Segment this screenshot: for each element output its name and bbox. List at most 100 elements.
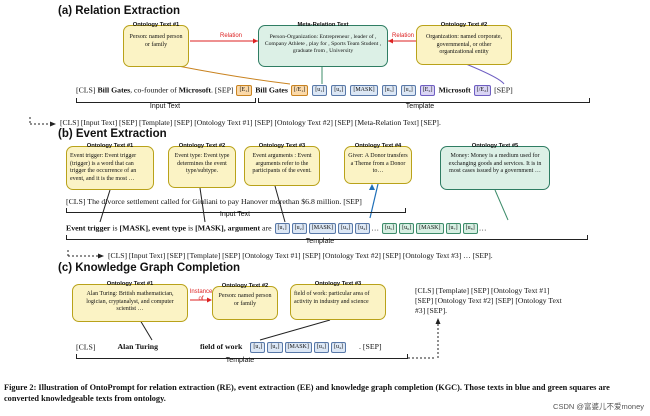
kgc-sep: . [SEP]	[359, 342, 382, 352]
bubble-body: Money: Money is a medium used for exchan…	[448, 153, 542, 174]
tpl-is-2: is	[186, 223, 196, 233]
chip-e1: [E₁]	[236, 85, 253, 96]
ee-template-brace	[66, 235, 588, 240]
kgc-ontology-bubble-2: Ontology Text #2 Person: named person or…	[212, 283, 278, 320]
chip-e2: [E₂]	[419, 85, 436, 96]
cls-token: [CLS]	[76, 342, 96, 352]
ontology-bubble-2: Ontology Text #2 Organization: named cor…	[416, 22, 512, 65]
entity-bill-gates: Bill Gates	[97, 85, 131, 95]
chip-u6: [u₆]	[399, 223, 415, 234]
kgc-ontology-bubble-3: Ontology Text #3 field of work: particul…	[290, 281, 386, 320]
entity-alan-turing: Alan Turing	[117, 342, 158, 352]
bubble-body: Alan Turing: British mathematician, logi…	[86, 291, 174, 312]
bubble-title: Ontology Text #1	[106, 281, 154, 287]
input-text-brace	[76, 98, 256, 103]
bubble-title: Ontology Text #3	[258, 143, 306, 149]
tpl-mask-1: [MASK]	[119, 223, 149, 233]
relation-field-of-work: field of work	[199, 342, 243, 352]
tpl-mask-2: [MASK]	[195, 223, 224, 233]
ee-ontology-bubble-5: Ontology Text #5 Money: Money is a mediu…	[440, 143, 550, 190]
sentence-mid: , co-founder of	[130, 85, 177, 95]
chip-u7: [u₇]	[445, 223, 461, 234]
chip-u5: [u₅]	[381, 223, 398, 234]
meta-relation-bubble: Meta-Relation Text Person-Organization: …	[258, 22, 388, 67]
tpl-argument: , argument	[223, 223, 261, 233]
template-bill-gates: Bill Gates	[255, 85, 288, 95]
re-sentence-line: [CLS] Bill Gates, co-founder of Microsof…	[76, 85, 513, 96]
template-microsoft: Microsoft	[438, 85, 471, 95]
ee-ontology-bubble-1: Ontology Text #1 Event trigger: Event tr…	[66, 143, 154, 190]
sentence-end: . [SEP]	[211, 85, 234, 95]
ee-template-line: Event trigger is [MASK], event type is […	[66, 223, 487, 234]
ee-ontology-bubble-2: Ontology Text #2 Event type: Event type …	[168, 143, 236, 188]
ee-template-label: Template	[305, 238, 335, 245]
chip-mask-green: [MASK]	[416, 223, 444, 234]
section-b-title: (b) Event Extraction	[58, 128, 167, 140]
bubble-body: Giver: A Donor transfers a Theme from a …	[348, 153, 408, 174]
cls-token: [CLS]	[76, 85, 96, 95]
bubble-title: Ontology Text #2	[221, 283, 269, 289]
kgc-format-text: [CLS] [Template] [SEP] [Ontology Text #1…	[415, 286, 562, 315]
bubble-title: Ontology Text #1	[132, 22, 180, 28]
chip-u4: [u₄]	[355, 223, 371, 234]
section-a-title: (a) Relation Extraction	[58, 5, 181, 17]
chip-e2-end: [/E₂]	[473, 85, 492, 96]
ee-ontology-bubble-4: Ontology Text #4 Giver: A Donor transfer…	[344, 143, 412, 184]
ee-input-brace	[66, 208, 406, 213]
tpl-event-type: , event type	[148, 223, 186, 233]
tpl-is: is	[110, 223, 120, 233]
bubble-body: Event arguments : Event arguments refer …	[252, 153, 312, 174]
bubble-title: Ontology Text #3	[314, 281, 362, 287]
figure-caption: Figure 2: Illustration of OntoPrompt for…	[4, 383, 610, 403]
re-format-line: [CLS] [Input Text] [SEP] [Template] [SEP…	[60, 118, 441, 127]
chip-u2: [u₂]	[291, 223, 307, 234]
relation-label-right: Relation	[392, 33, 415, 39]
bubble-body: Organization: named corporate, governmen…	[425, 34, 503, 55]
tpl-are: are	[260, 223, 272, 233]
chip-u1: [u₁]	[250, 342, 266, 353]
bubble-title: Ontology Text #1	[86, 143, 134, 149]
bubble-title: Meta-Relation Text	[297, 22, 349, 28]
chip-mask: [MASK]	[284, 342, 312, 353]
section-c-title: (c) Knowledge Graph Completion	[58, 262, 241, 274]
chip-e1-end: [/E₁]	[290, 85, 309, 96]
template-brace	[258, 98, 590, 103]
chip-mask: [MASK]	[350, 85, 378, 96]
ellipsis-2: …	[478, 223, 487, 233]
bubble-body: Person-Organization: Entrepreneur , lead…	[264, 34, 382, 55]
kgc-template-brace	[76, 354, 408, 359]
chip-u4: [u₄]	[330, 342, 347, 353]
ellipsis: …	[371, 223, 380, 233]
kgc-template-label: Template	[225, 357, 255, 364]
bubble-body: field of work: particular area of activi…	[294, 291, 370, 305]
instance-of-label: Instance of	[189, 289, 213, 302]
bubble-body: Event type: Event type determines the ev…	[174, 153, 230, 174]
kgc-ontology-bubble-1: Ontology Text #1 Alan Turing: British ma…	[72, 281, 188, 322]
chip-u1: [u₁]	[312, 85, 328, 96]
chip-u8: [u₈]	[462, 223, 478, 234]
bubble-title: Ontology Text #4	[354, 143, 402, 149]
kgc-template-line: [CLS] Alan Turing field of work [u₁][u₂]…	[76, 342, 382, 353]
chip-mask: [MASK]	[308, 223, 337, 234]
chip-u3: [u₃]	[338, 223, 354, 234]
bubble-body: Event trigger: Event trigger (trigger) i…	[70, 153, 137, 182]
ee-sentence-line: [CLS] The divorce settlement called for …	[66, 197, 362, 206]
template-sep: [SEP]	[494, 85, 513, 95]
chip-u3: [u₃]	[381, 85, 397, 96]
bubble-body: Person: named person or family	[218, 293, 272, 307]
bubble-title: Ontology Text #2	[178, 143, 226, 149]
ee-format-line: [CLS] [Input Text] [SEP] [Template] [SEP…	[108, 251, 493, 260]
chip-u3: [u₃]	[313, 342, 329, 353]
tpl-event-trigger: Event trigger	[66, 223, 111, 233]
ee-ontology-bubble-3: Ontology Text #3 Event arguments : Event…	[244, 143, 320, 186]
chip-u2: [u₂]	[331, 85, 347, 96]
watermark: CSDN @富婆儿不爱money	[553, 402, 644, 411]
input-text-label: Input Text	[149, 103, 181, 110]
entity-microsoft: Microsoft	[178, 85, 211, 95]
bubble-body: Person: named person or family	[129, 34, 183, 48]
bubble-title: Ontology Text #2	[440, 22, 488, 28]
chip-u4: [u₄]	[400, 85, 416, 96]
template-label: Template	[405, 103, 435, 110]
relation-label-left: Relation	[220, 33, 243, 39]
ontology-bubble-1: Ontology Text #1 Person: named person or…	[123, 22, 189, 67]
